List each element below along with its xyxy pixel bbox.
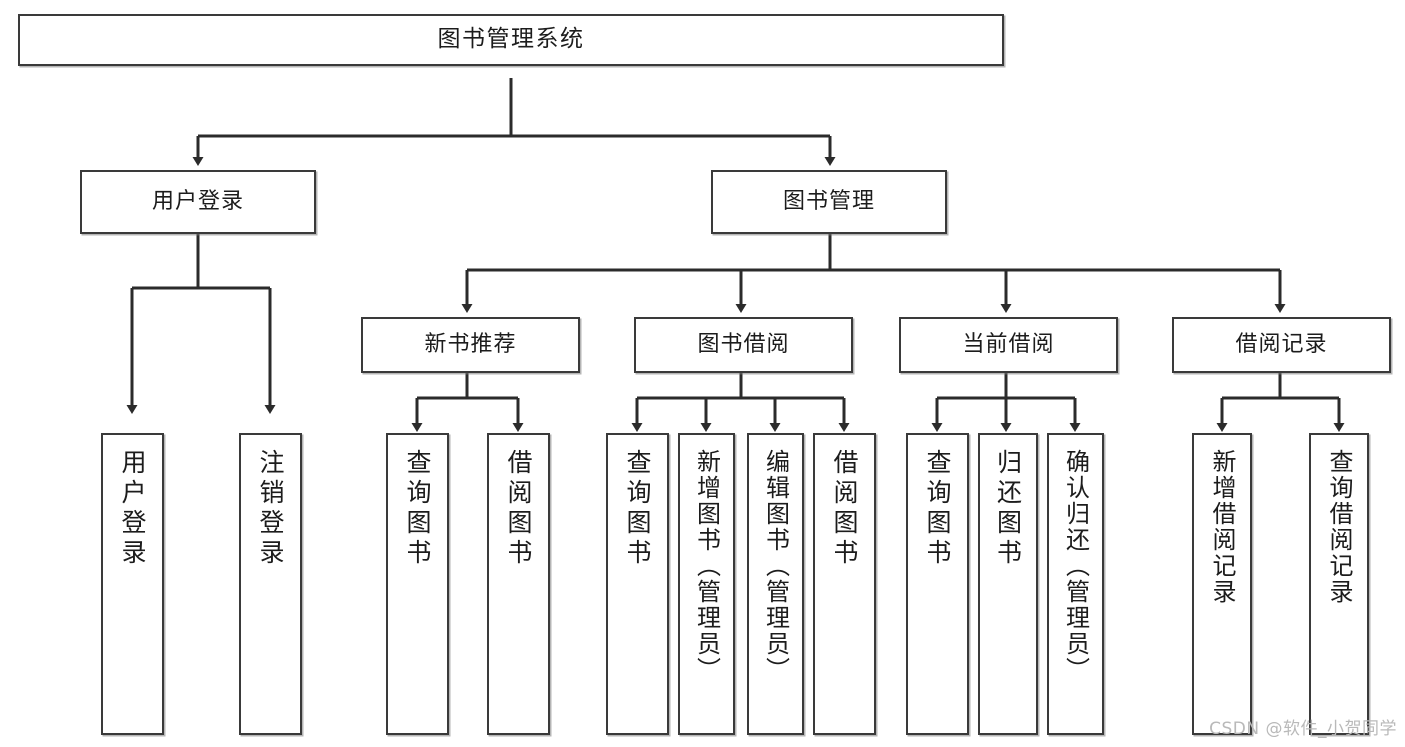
node-leaf-logout-login-label: 注销登录 [256, 449, 285, 569]
node-leaf-return-book[interactable]: 归还图书 [978, 433, 1038, 735]
node-leaf-add-book[interactable]: 新增图书（管理员） [678, 433, 735, 735]
node-leaf-query-book-3-label: 查询图书 [923, 449, 952, 569]
node-book-manage[interactable]: 图书管理 [711, 170, 947, 234]
node-leaf-borrow-book-2[interactable]: 借阅图书 [813, 433, 876, 735]
node-book-manage-label: 图书管理 [782, 189, 875, 215]
node-leaf-query-book-1-label: 查询图书 [403, 449, 432, 569]
node-current-borrow[interactable]: 当前借阅 [899, 317, 1118, 373]
node-user-login-label: 用户登录 [151, 189, 244, 215]
node-leaf-borrow-book-2-label: 借阅图书 [830, 449, 859, 569]
node-leaf-user-login[interactable]: 用户登录 [101, 433, 164, 735]
node-leaf-query-record-label: 查询借阅记录 [1325, 449, 1353, 605]
node-leaf-query-book-2[interactable]: 查询图书 [606, 433, 669, 735]
node-leaf-query-book-1[interactable]: 查询图书 [386, 433, 449, 735]
node-leaf-user-login-label: 用户登录 [118, 449, 147, 569]
node-leaf-logout-login[interactable]: 注销登录 [239, 433, 302, 735]
node-leaf-query-book-2-label: 查询图书 [623, 449, 652, 569]
node-book-borrow-label: 图书借阅 [697, 332, 790, 358]
node-leaf-edit-book[interactable]: 编辑图书（管理员） [747, 433, 804, 735]
node-leaf-query-record[interactable]: 查询借阅记录 [1309, 433, 1369, 735]
node-leaf-confirm-return-label: 确认归还（管理员） [1061, 449, 1090, 683]
node-leaf-confirm-return[interactable]: 确认归还（管理员） [1047, 433, 1104, 735]
node-borrow-record-label: 借阅记录 [1235, 332, 1328, 358]
node-borrow-record[interactable]: 借阅记录 [1172, 317, 1391, 373]
node-user-login[interactable]: 用户登录 [80, 170, 316, 234]
node-leaf-borrow-book-1-label: 借阅图书 [504, 449, 533, 569]
node-leaf-add-record-label: 新增借阅记录 [1208, 449, 1236, 605]
node-leaf-query-book-3[interactable]: 查询图书 [906, 433, 969, 735]
node-current-borrow-label: 当前借阅 [962, 332, 1055, 358]
node-leaf-edit-book-label: 编辑图书（管理员） [761, 449, 790, 683]
node-leaf-return-book-label: 归还图书 [993, 449, 1023, 569]
node-new-book-recommend-label: 新书推荐 [424, 332, 517, 358]
node-leaf-add-record[interactable]: 新增借阅记录 [1192, 433, 1252, 735]
node-book-borrow[interactable]: 图书借阅 [634, 317, 853, 373]
node-new-book-recommend[interactable]: 新书推荐 [361, 317, 580, 373]
node-leaf-borrow-book-1[interactable]: 借阅图书 [487, 433, 550, 735]
node-leaf-add-book-label: 新增图书（管理员） [692, 449, 721, 683]
node-root-label: 图书管理系统 [437, 26, 585, 53]
node-root[interactable]: 图书管理系统 [18, 14, 1004, 66]
csdn-watermark: CSDN @软件_小贺同学 [1209, 719, 1397, 739]
